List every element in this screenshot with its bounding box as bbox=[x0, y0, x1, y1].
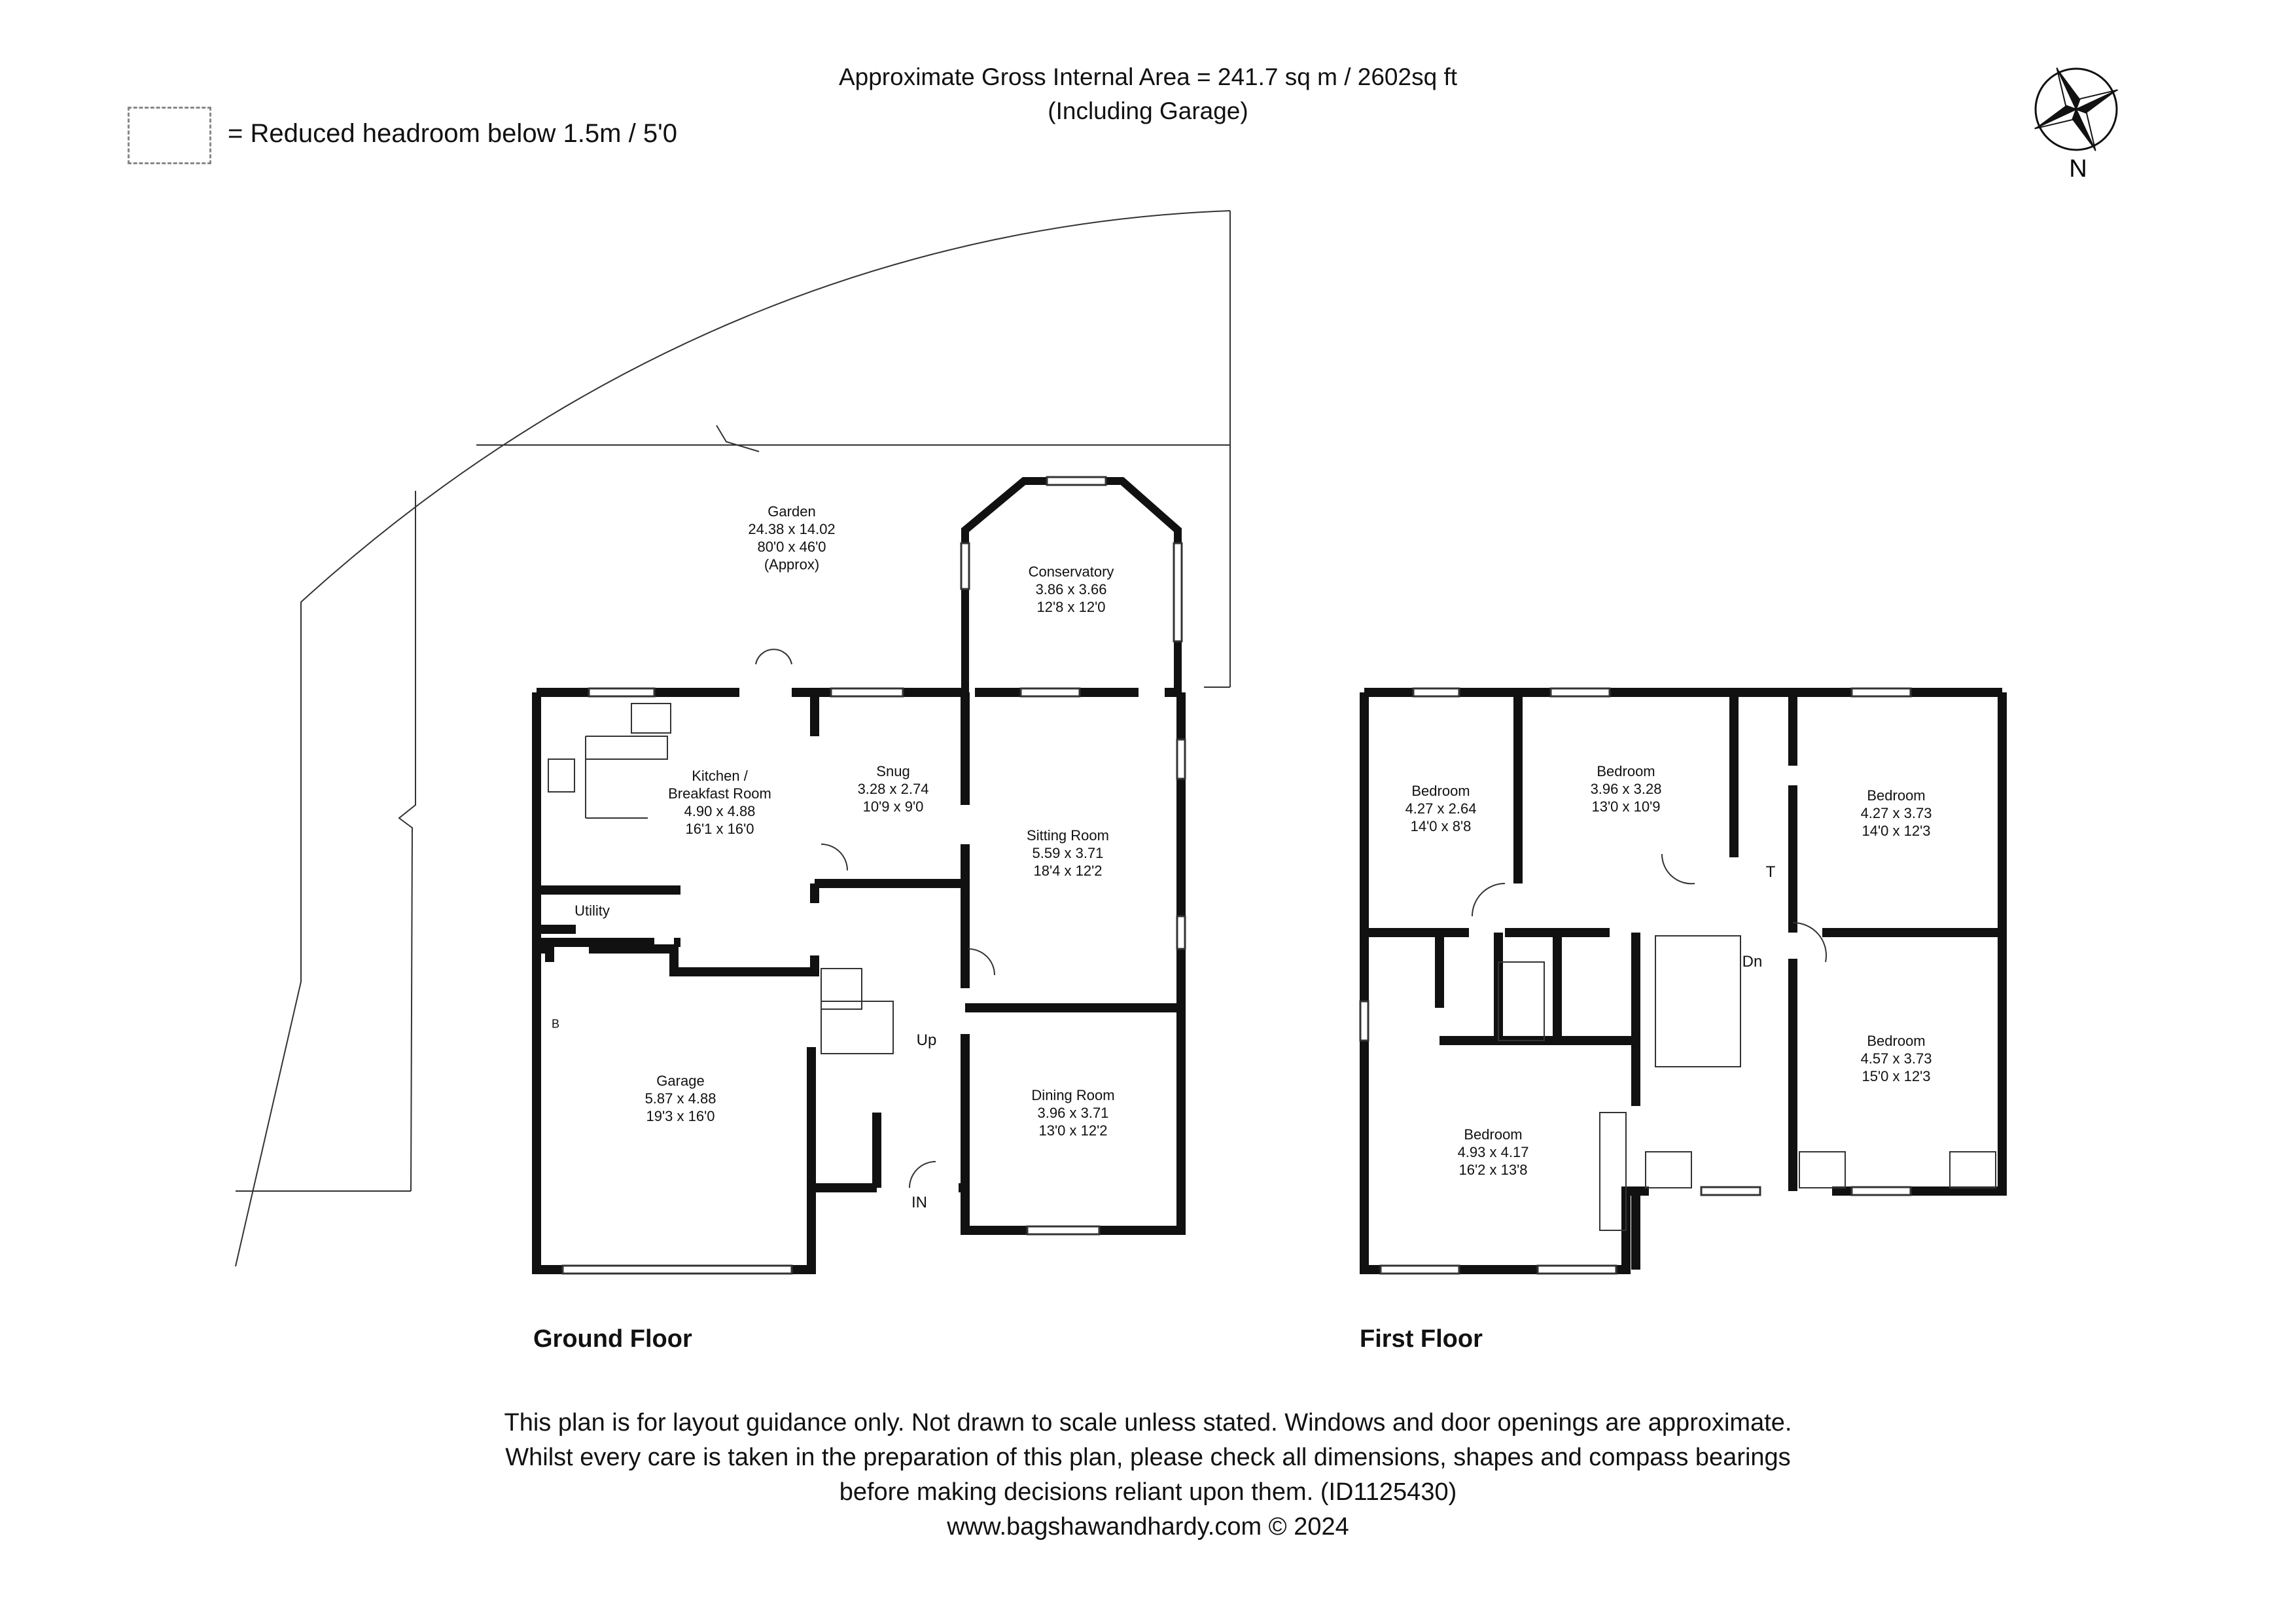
bedroom-4-imperial: 15'0 x 12'3 bbox=[1862, 1068, 1931, 1084]
garden-metric: 24.38 x 14.02 bbox=[748, 521, 836, 537]
gross-area-text: Approximate Gross Internal Area = 241.7 … bbox=[838, 63, 1458, 90]
room-kitchen: Kitchen / Breakfast Room 4.90 x 4.88 16'… bbox=[668, 767, 771, 838]
bedroom-3-name: Bedroom bbox=[1867, 787, 1926, 804]
conservatory-metric: 3.86 x 3.66 bbox=[1035, 581, 1107, 597]
bedroom-2-metric: 3.96 x 3.28 bbox=[1590, 781, 1662, 797]
area-header: Approximate Gross Internal Area = 241.7 … bbox=[0, 60, 2296, 128]
bedroom-5-imperial: 16'2 x 13'8 bbox=[1458, 1162, 1528, 1178]
room-sitting: Sitting Room 5.59 x 3.71 18'4 x 12'2 bbox=[1027, 827, 1109, 880]
bedroom-5-name: Bedroom bbox=[1464, 1126, 1523, 1143]
garage-imperial: 19'3 x 16'0 bbox=[646, 1108, 715, 1124]
windows bbox=[561, 476, 1912, 1275]
reduced-headroom-swatch bbox=[128, 107, 211, 164]
bedroom-2-name: Bedroom bbox=[1597, 763, 1655, 779]
bedroom-3-imperial: 14'0 x 12'3 bbox=[1862, 823, 1931, 839]
disclaimer-line-2: Whilst every care is taken in the prepar… bbox=[505, 1444, 1791, 1471]
utility-name: Utility bbox=[574, 902, 610, 919]
garden-boundary bbox=[235, 210, 1231, 1267]
room-bedroom-3: Bedroom 4.27 x 3.73 14'0 x 12'3 bbox=[1861, 787, 1932, 840]
kitchen-imperial: 16'1 x 16'0 bbox=[685, 821, 754, 837]
room-bedroom-1: Bedroom 4.27 x 2.64 14'0 x 8'8 bbox=[1405, 782, 1477, 835]
kitchen-name-2: Breakfast Room bbox=[668, 785, 771, 802]
disclaimer-line-3: before making decisions reliant upon the… bbox=[839, 1478, 1457, 1506]
sitting-metric: 5.59 x 3.71 bbox=[1032, 845, 1104, 861]
room-bedroom-4: Bedroom 4.57 x 3.73 15'0 x 12'3 bbox=[1861, 1032, 1932, 1085]
room-conservatory: Conservatory 3.86 x 3.66 12'8 x 12'0 bbox=[1029, 563, 1114, 616]
stairs-down-label: Dn bbox=[1742, 953, 1763, 971]
conservatory-name: Conservatory bbox=[1028, 563, 1114, 580]
room-bedroom-2: Bedroom 3.96 x 3.28 13'0 x 10'9 bbox=[1591, 762, 1662, 815]
ground-floor-walls bbox=[532, 688, 1186, 1274]
kitchen-metric: 4.90 x 4.88 bbox=[684, 803, 756, 819]
tank-label: T bbox=[1765, 863, 1776, 881]
bedroom-1-name: Bedroom bbox=[1411, 783, 1470, 799]
bedroom-5-metric: 4.93 x 4.17 bbox=[1457, 1144, 1529, 1160]
room-garden: Garden 24.38 x 14.02 80'0 x 46'0 (Approx… bbox=[748, 503, 835, 573]
snug-metric: 3.28 x 2.74 bbox=[857, 781, 929, 797]
garage-metric: 5.87 x 4.88 bbox=[645, 1090, 716, 1107]
sitting-name: Sitting Room bbox=[1027, 827, 1109, 844]
bedroom-2-imperial: 13'0 x 10'9 bbox=[1591, 798, 1661, 815]
website-copyright: www.bagshawandhardy.com © 2024 bbox=[947, 1513, 1349, 1541]
bedroom-3-metric: 4.27 x 3.73 bbox=[1860, 805, 1932, 821]
first-floor-title: First Floor bbox=[1360, 1325, 1483, 1353]
snug-name: Snug bbox=[876, 763, 910, 779]
room-garage: Garage 5.87 x 4.88 19'3 x 16'0 bbox=[645, 1072, 716, 1125]
sitting-imperial: 18'4 x 12'2 bbox=[1033, 863, 1103, 879]
conservatory-imperial: 12'8 x 12'0 bbox=[1036, 599, 1106, 615]
room-dining: Dining Room 3.96 x 3.71 13'0 x 12'2 bbox=[1031, 1086, 1114, 1139]
dining-name: Dining Room bbox=[1031, 1087, 1115, 1103]
bedroom-4-name: Bedroom bbox=[1867, 1033, 1926, 1049]
disclaimer-line-1: This plan is for layout guidance only. N… bbox=[504, 1409, 1792, 1436]
room-snug: Snug 3.28 x 2.74 10'9 x 9'0 bbox=[858, 762, 929, 815]
compass-rose-icon: N bbox=[2027, 60, 2125, 185]
bedroom-1-metric: 4.27 x 2.64 bbox=[1405, 800, 1477, 817]
ground-floor-title: Ground Floor bbox=[533, 1325, 692, 1353]
room-utility: Utility bbox=[574, 902, 610, 919]
stairs-up-label: Up bbox=[916, 1031, 937, 1049]
room-bedroom-5: Bedroom 4.93 x 4.17 16'2 x 13'8 bbox=[1458, 1126, 1529, 1179]
garden-imperial: 80'0 x 46'0 bbox=[757, 539, 826, 555]
snug-imperial: 10'9 x 9'0 bbox=[862, 798, 924, 815]
legend-text: = Reduced headroom below 1.5m / 5'0 bbox=[228, 119, 677, 148]
including-garage-text: (Including Garage) bbox=[1048, 98, 1248, 124]
dining-metric: 3.96 x 3.71 bbox=[1037, 1105, 1109, 1121]
fixture-lines bbox=[548, 649, 1996, 1231]
entrance-in-label: IN bbox=[911, 1194, 927, 1211]
garden-name: Garden bbox=[768, 503, 816, 520]
garage-name: Garage bbox=[656, 1073, 705, 1089]
first-floor-walls bbox=[1360, 688, 2007, 1274]
bedroom-1-imperial: 14'0 x 8'8 bbox=[1410, 818, 1472, 834]
dining-imperial: 13'0 x 12'2 bbox=[1038, 1122, 1108, 1139]
bedroom-4-metric: 4.57 x 3.73 bbox=[1860, 1050, 1932, 1067]
kitchen-name: Kitchen / bbox=[692, 768, 748, 784]
compass-north-label: N bbox=[2069, 155, 2087, 183]
garden-note: (Approx) bbox=[764, 556, 820, 573]
boiler-label: B bbox=[551, 1017, 560, 1031]
disclaimer-footer: This plan is for layout guidance only. N… bbox=[0, 1406, 2296, 1544]
